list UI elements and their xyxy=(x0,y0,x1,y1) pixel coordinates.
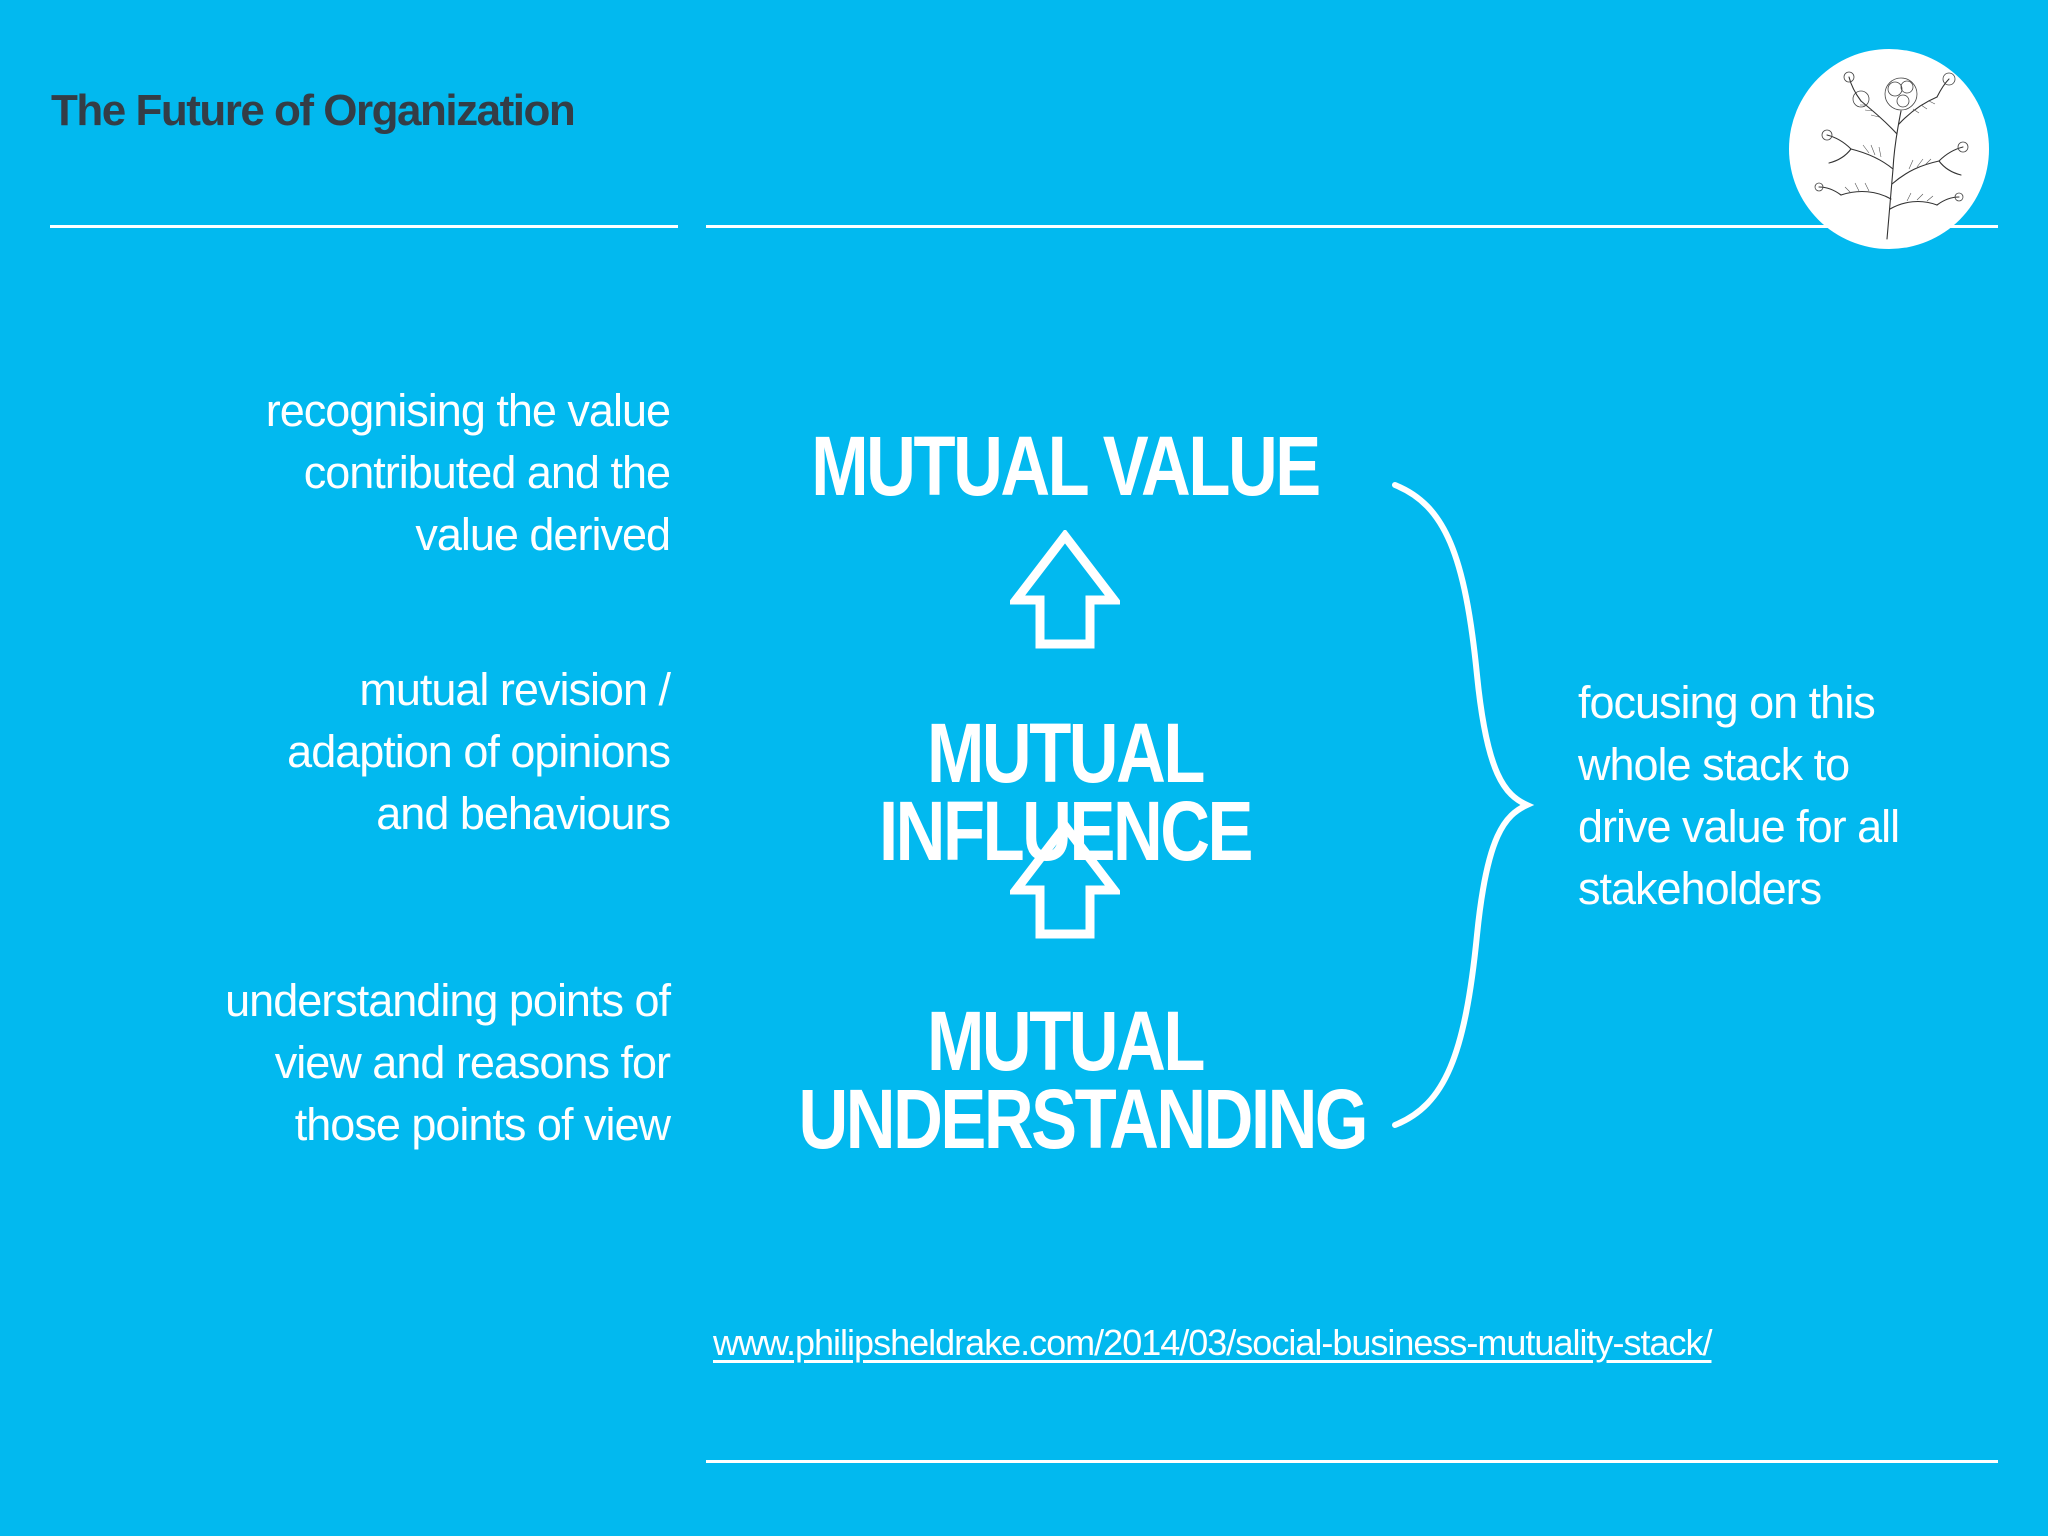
description-mutual-influence: mutual revision / adaption of opinions a… xyxy=(287,664,671,839)
up-arrow-icon xyxy=(1010,820,1120,939)
bottom-divider xyxy=(706,1460,1998,1463)
botanical-sketch-icon xyxy=(1814,71,1969,240)
logo xyxy=(1789,49,1989,249)
stack-label-mutual-value: MUTUAL VALUE xyxy=(811,419,1321,513)
slide-title: The Future of Organization xyxy=(51,86,576,135)
top-right-divider xyxy=(706,225,1998,228)
description-mutual-value: recognising the value contributed and th… xyxy=(265,385,671,560)
source-link[interactable]: www.philipsheldrake.com/2014/03/social-b… xyxy=(713,1322,1712,1363)
right-curly-brace-icon xyxy=(1392,482,1535,1128)
up-arrow-icon xyxy=(1010,530,1120,649)
stack-focus-text: focusing on this whole stack to drive va… xyxy=(1578,677,1900,914)
top-left-divider xyxy=(50,225,678,228)
stack-label-mutual-understanding: MUTUAL UNDERSTANDING xyxy=(798,994,1369,1166)
description-mutual-understanding: understanding points of view and reasons… xyxy=(225,975,671,1150)
